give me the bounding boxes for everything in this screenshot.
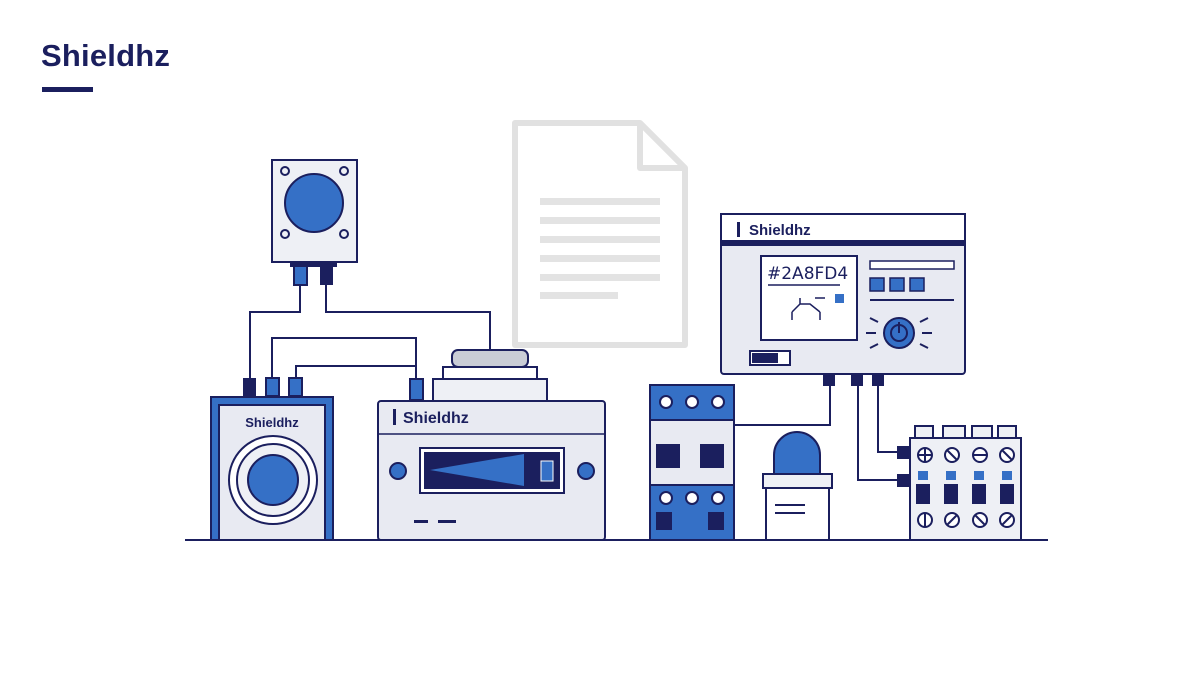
controller-label: Shieldhz: [403, 410, 469, 427]
controller-unit: [377, 349, 606, 541]
knob-icon: [866, 317, 932, 349]
contactor: [649, 384, 735, 541]
document-icon: [512, 120, 688, 348]
wires: [249, 285, 900, 481]
meter-label: Shieldhz: [245, 415, 299, 430]
panel-readout: #2A8FD4: [767, 264, 848, 284]
pressure-sensor: [271, 159, 358, 286]
beacon-icon: [762, 431, 833, 541]
terminal-block: [897, 425, 1022, 541]
pressure-gauge-icon: [210, 377, 334, 541]
control-panel: [720, 213, 966, 386]
sensor-dial-icon: [284, 173, 344, 233]
brand-underline: [42, 87, 93, 92]
brand-title: Shieldhz: [41, 38, 171, 73]
panel-title: Shieldhz: [749, 222, 811, 239]
